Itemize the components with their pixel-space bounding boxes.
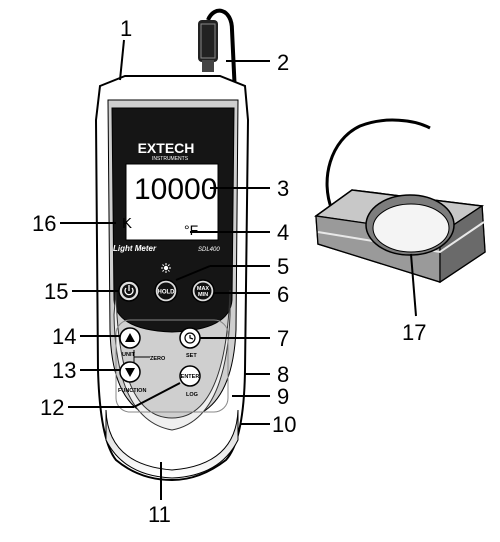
callout-16: 16 [32, 211, 56, 236]
callout-4: 4 [277, 220, 289, 245]
callout-13: 13 [52, 358, 76, 383]
cable-plug [198, 20, 218, 62]
callout-9: 9 [277, 384, 289, 409]
enter-button[interactable]: ENTER [179, 365, 201, 387]
set-caption: SET [186, 353, 197, 359]
triangle-up-icon [125, 333, 135, 342]
down-button[interactable] [119, 361, 141, 383]
function-caption: FUNCTION [118, 388, 146, 394]
backlight-icon [161, 263, 171, 273]
callout-7: 7 [277, 326, 289, 351]
callout-leaders [60, 39, 417, 500]
set-button[interactable] [179, 327, 201, 349]
callout-5: 5 [277, 254, 289, 279]
callout-10: 10 [272, 412, 296, 437]
unit-caption: UNIT [122, 352, 135, 358]
callout-15: 15 [44, 279, 68, 304]
callout-14: 14 [52, 324, 76, 349]
power-icon [124, 285, 134, 296]
callout-6: 6 [277, 282, 289, 307]
power-button[interactable] [118, 280, 140, 302]
sensor-cable [325, 118, 431, 211]
meter-body [94, 75, 250, 482]
callout-3: 3 [277, 176, 289, 201]
model-label: SDL400 [198, 247, 220, 253]
log-caption: LOG [186, 392, 198, 398]
lcd-reading: 10000 [134, 173, 217, 206]
min-label: MIN [198, 292, 208, 298]
callout-12: 12 [40, 395, 64, 420]
product-label: Light Meter [113, 244, 157, 253]
brand-subtitle: INSTRUMENTS [152, 156, 189, 162]
lcd-unit-f: °F [184, 222, 198, 238]
callout-17: 17 [402, 320, 426, 345]
lcd-display [125, 163, 219, 241]
zero-caption: ZERO [150, 356, 166, 362]
callout-8: 8 [277, 362, 289, 387]
probe-cable [198, 8, 238, 116]
enter-label: ENTER [181, 374, 200, 380]
callout-11: 11 [148, 502, 171, 527]
clock-icon [184, 332, 196, 344]
callout-1: 1 [120, 16, 132, 41]
light-sensor [314, 118, 486, 284]
lcd-unit-k: K [122, 215, 132, 232]
max-label: MAX [197, 286, 210, 292]
hold-button[interactable]: HOLD [154, 279, 178, 303]
callout-2: 2 [277, 50, 289, 75]
keypad [115, 319, 229, 413]
brand-logo: EXTECH [138, 140, 195, 156]
max-min-button[interactable]: MAX MIN [191, 279, 215, 303]
up-button[interactable] [119, 327, 141, 349]
triangle-down-icon [125, 368, 135, 377]
sensor-lens [372, 203, 450, 253]
hold-button-label: HOLD [158, 290, 176, 296]
